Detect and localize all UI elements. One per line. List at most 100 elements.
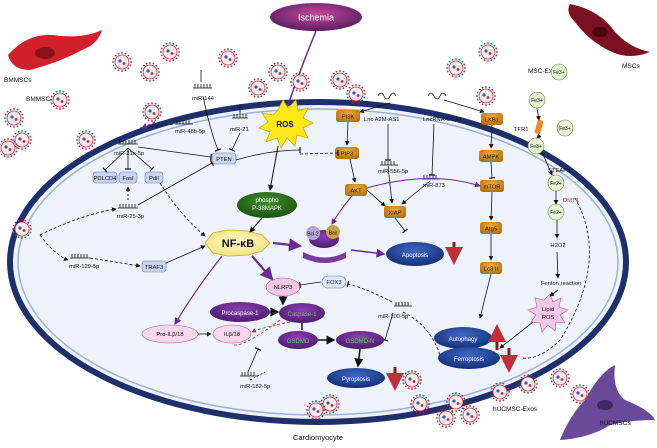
- pdil-label: PdiI: [149, 176, 159, 182]
- bcl2-node: [306, 226, 320, 240]
- fox3-node: [321, 275, 347, 289]
- ampk-label: AMPK: [483, 155, 500, 161]
- h2o2-label: H2O2: [550, 243, 565, 249]
- nlrp3-label: NLRP3: [274, 285, 293, 291]
- fe3d-label: Fe3+: [530, 144, 542, 150]
- lkb1-label: LKB1: [485, 118, 499, 124]
- hucmsc-nucleus: [597, 400, 613, 410]
- exosome-particle: [490, 382, 510, 402]
- ischemia-node: [270, 3, 362, 31]
- exosome-particle: [550, 368, 570, 388]
- nfkb-to-caspase3: [272, 238, 303, 252]
- bmmscs-label: BMMSCs: [4, 77, 32, 84]
- traf3-to-nfkb: [165, 245, 206, 264]
- exosome-particle: [346, 84, 366, 104]
- gsdmd-node: [278, 331, 318, 349]
- exosome-particle: [460, 405, 480, 425]
- akt-label: AKT: [350, 189, 362, 195]
- lc3-node: [480, 262, 502, 274]
- exosome-particle: [12, 219, 32, 239]
- ischemia-label: Ischemia: [298, 13, 334, 23]
- lc3-label: Lc3 II: [484, 267, 499, 273]
- exosome-particle: [76, 130, 96, 150]
- bmmsc-exos-label: BMMSC-Exos: [26, 96, 68, 103]
- exosome-particle: [268, 62, 288, 82]
- ros-to-pip3: [299, 149, 339, 157]
- lipid-ros-burst: [527, 293, 569, 333]
- pyroptosis-node: [327, 368, 385, 388]
- ferroptosis-node: [438, 347, 500, 369]
- ferroptosis-label: Ferroptosis: [454, 357, 484, 363]
- msc-exos-label: MSC-Exos: [528, 68, 560, 75]
- il-node: [212, 324, 252, 344]
- lnc-uca1-glyph: [427, 92, 447, 100]
- mir182-label: miR-182-5p: [240, 384, 270, 390]
- fe2a-label: Fe2+: [550, 181, 562, 187]
- traf3-node: [141, 260, 167, 273]
- p38mapk-label-1: phospho: [255, 198, 279, 204]
- fe2b-label: Fe2+: [550, 210, 562, 216]
- casp1-to-il-2: [231, 319, 281, 346]
- right-arrows: [249, 99, 496, 381]
- lipid-label-2: ROS: [542, 315, 555, 321]
- pip3-node: [335, 147, 359, 159]
- caspase3-to-apoptosis: [350, 248, 386, 258]
- autophagy-label: Autophagy: [449, 337, 478, 343]
- mtor-label: mTOR: [484, 185, 501, 191]
- nfkb-to-nlrp3: [251, 255, 274, 281]
- pyroptosis-label: Pyroptosis: [342, 377, 370, 383]
- bmmsc-nucleus: [35, 47, 55, 59]
- fasl-label: FasI: [122, 176, 134, 182]
- gsdmd-n-node: [336, 331, 384, 349]
- nfkb-label: NF-κB: [222, 238, 254, 250]
- exosome-particle: [570, 384, 590, 404]
- autophagy-node: [434, 327, 492, 349]
- pdlcd4-label: PDLCD4: [94, 176, 118, 182]
- apoptosis-label: Apoptosis: [402, 253, 428, 259]
- mir556-label: miR-556-5p: [378, 169, 408, 175]
- traf3-label: TRAF3: [145, 265, 163, 271]
- ros-to-p38-arrow: [267, 145, 279, 191]
- exosome-particle: [306, 400, 326, 420]
- procaspase1-label: Procaspase-1: [221, 311, 259, 317]
- il-label: ILβ/18: [224, 332, 240, 338]
- ampk-node: [479, 150, 503, 162]
- exosome-particle: [50, 90, 70, 110]
- fe3a-label: Fe3+: [531, 98, 543, 104]
- bcl2-label: Bcl-2: [307, 232, 319, 238]
- exosome-particle: [160, 42, 180, 62]
- pten-label: PTEN: [216, 157, 231, 163]
- bax-label: Bax: [329, 231, 338, 237]
- lnc-a2m-glyph: [377, 92, 397, 100]
- akt-node: [345, 184, 367, 196]
- msc-nucleus: [592, 27, 608, 37]
- exosome-particle: [140, 62, 160, 82]
- fenton-label: Fenton reaction: [541, 281, 581, 287]
- akt-to-bcl2: [331, 195, 353, 225]
- lipid-to-ferroptosis: [499, 321, 534, 349]
- exosome-particle: [402, 370, 422, 390]
- tfr-label: TFR1: [514, 127, 529, 133]
- hucmsc-exos-label: hUCMSC-Exos: [493, 406, 538, 413]
- apoptosis-node: [386, 242, 444, 266]
- procaspase1-node: [210, 302, 270, 322]
- dmt1-label: DMT1: [563, 198, 579, 204]
- bmmsc-exo-arrow: [141, 121, 156, 129]
- exosome-particle: [0, 138, 18, 158]
- fasl-node: [118, 171, 138, 184]
- mir21-label: miR-21: [230, 127, 249, 133]
- exosome-particle: [248, 78, 268, 98]
- mir21a-label: miR-21a-5p: [114, 151, 144, 157]
- left-arrows: [39, 70, 301, 268]
- steap3-label: STEAP3: [548, 168, 570, 174]
- ros-burst: [258, 99, 314, 149]
- xiap-label: XIAP: [388, 211, 401, 217]
- exosome-particle: [12, 130, 32, 150]
- exosome-particle: [446, 392, 466, 412]
- pro-il-label: Pro-ILβ/18: [156, 332, 183, 338]
- exosome-particle: [478, 42, 498, 62]
- exosome-particle: [518, 374, 538, 394]
- exosome-particle: [112, 52, 132, 72]
